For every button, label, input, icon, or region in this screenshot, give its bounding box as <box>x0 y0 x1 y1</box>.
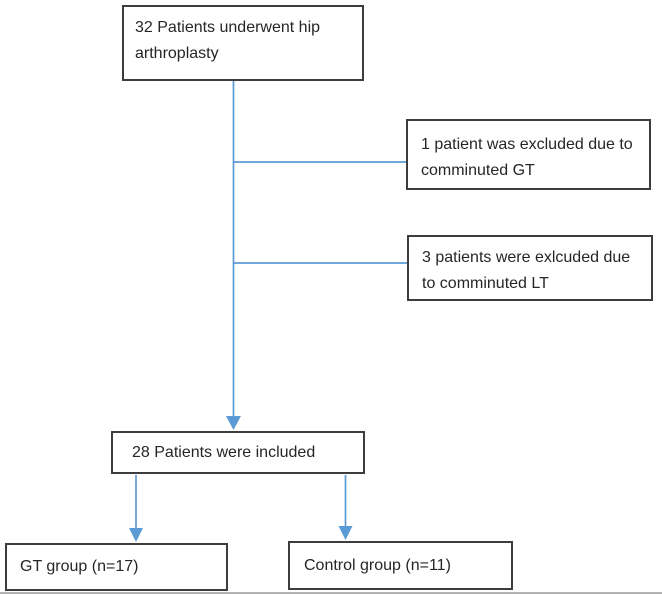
figure-bottom-rule <box>0 592 662 594</box>
arrowhead-to-gt-group <box>129 528 143 542</box>
box-excluded-lt: 3 patients were exlcuded due to comminut… <box>407 235 653 301</box>
box-gt-group: GT group (n=17) <box>5 543 228 591</box>
box-included-patients: 28 Patients were included <box>111 431 365 474</box>
box-initial-patients: 32 Patients underwent hip arthroplasty <box>122 5 364 81</box>
arrowhead-to-control-group <box>338 526 353 540</box>
box-control-group: Control group (n=11) <box>288 541 513 590</box>
box-excluded-gt: 1 patient was excluded due to comminuted… <box>406 119 651 190</box>
arrowhead-to-included <box>226 416 241 430</box>
